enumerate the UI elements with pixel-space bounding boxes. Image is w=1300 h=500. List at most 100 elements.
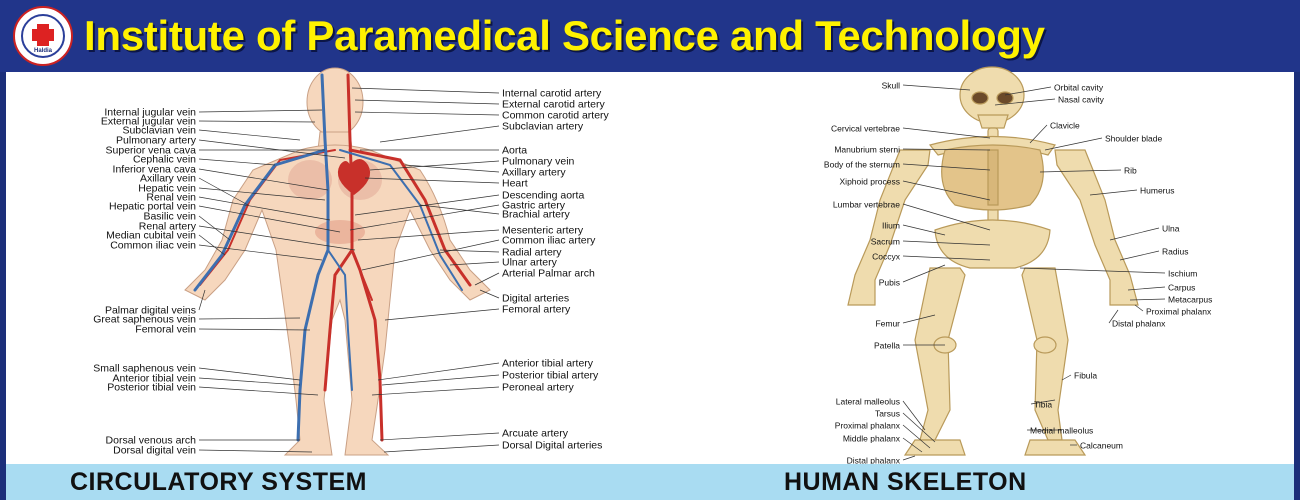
circulatory-label: Femoral vein: [135, 324, 196, 336]
skeleton-leader-line: [1134, 304, 1144, 312]
circulatory-label: Hepatic vein: [138, 183, 196, 195]
skeleton-label: Nasal cavity: [1058, 95, 1105, 105]
header-bar: [0, 0, 1300, 72]
skeleton-leader-line: [902, 240, 991, 246]
circulatory-leader-line: [198, 120, 316, 123]
skeleton-leader-line: [1004, 86, 1052, 96]
skeleton-leader-line: [902, 163, 991, 171]
skeleton-label: Shoulder blade: [1105, 134, 1162, 144]
skeleton-bones: [847, 66, 1139, 456]
footer-bar: [6, 464, 1294, 500]
skeleton-label: Proximal phalanx: [1146, 307, 1212, 317]
circulatory-label: Dorsal venous arch: [106, 435, 197, 447]
skeleton-leader-line: [902, 127, 991, 139]
logo-ring: [21, 14, 65, 58]
skeleton-leader-line: [1044, 137, 1103, 151]
skeleton-label: Skull: [882, 81, 901, 91]
circulatory-label: Dorsal digital vein: [113, 445, 196, 457]
circulatory-label: Posterior tibial vein: [107, 382, 196, 394]
skeleton-label: Tibia: [1034, 400, 1052, 410]
skeleton-leader-line: [902, 264, 946, 283]
circulatory-label: Axillary vein: [140, 173, 196, 185]
skeleton-label: Metacarpus: [1168, 295, 1212, 305]
circulatory-label: Anterior tibial artery: [502, 358, 594, 370]
skeleton-label: Radius: [1162, 247, 1188, 257]
circulatory-leader-line: [198, 215, 231, 241]
skeleton-leader-line: [902, 400, 926, 431]
circulatory-label: Superior vena cava: [106, 145, 197, 157]
skeleton-heading: HUMAN SKELETON: [784, 468, 1027, 496]
circulatory-leader-line: [198, 168, 329, 191]
circulatory-leader-line: [198, 139, 346, 159]
circulatory-leader-line: [198, 386, 319, 396]
skeleton-label: Humerus: [1140, 186, 1174, 196]
circulatory-label: Common carotid artery: [502, 110, 610, 122]
circulatory-leader-line: [354, 111, 500, 116]
skeleton-leader-line: [902, 148, 991, 151]
circulatory-heading: CIRCULATORY SYSTEM: [70, 468, 367, 496]
circulatory-leader-line: [198, 177, 249, 206]
skeleton-label: Body of the sternum: [824, 160, 900, 170]
circulatory-label: Gastric artery: [502, 200, 566, 212]
circulatory-leader-line: [474, 272, 500, 286]
circulatory-leader-line: [198, 234, 226, 256]
circulatory-label: Renal artery: [139, 221, 197, 233]
circulatory-leader-line: [357, 229, 500, 241]
circulatory-label: Common iliac artery: [502, 235, 596, 247]
circulatory-label: Pulmonary vein: [502, 156, 575, 168]
skeleton-label: Medial malleolus: [1030, 426, 1093, 436]
skeleton-leader-line: [902, 84, 971, 91]
circulatory-label: Femoral artery: [502, 304, 571, 316]
circulatory-label: Aorta: [502, 145, 527, 157]
circulatory-leader-line: [198, 109, 323, 113]
circulatory-label: Subclavian artery: [502, 121, 584, 133]
circulatory-leader-line: [198, 449, 313, 453]
skeleton-label: Ischium: [1168, 269, 1197, 279]
circulatory-leader-line: [198, 367, 301, 381]
skeleton-leader-line: [902, 437, 923, 453]
skeleton-leader-line: [1089, 189, 1138, 196]
skeleton-label: Xiphoid process: [840, 177, 900, 187]
skeleton-label: Lateral malleolus: [836, 397, 900, 407]
circulatory-label: Median cubital vein: [106, 230, 196, 242]
skeleton-leader-line: [1039, 169, 1122, 173]
skeleton-label: Clavicle: [1050, 121, 1080, 131]
skeleton-label: Distal phalanx: [847, 456, 901, 466]
logo-cross-icon: [37, 24, 49, 46]
circulatory-label: Brachial artery: [502, 209, 570, 221]
skeleton-label: Femur: [875, 319, 900, 329]
skeleton-label: Coccyx: [872, 252, 901, 262]
circulatory-label: Anterior tibial vein: [113, 373, 197, 385]
circulatory-leader-line: [198, 328, 311, 331]
skeleton-left-leaders: [902, 84, 991, 461]
circulatory-leader-line: [351, 87, 500, 94]
skeleton-label: Orbital cavity: [1054, 83, 1104, 93]
circulatory-leader-line: [198, 289, 206, 311]
logo-text: Haldia: [33, 48, 52, 54]
circulatory-leader-line: [361, 239, 500, 271]
circulatory-leader-line: [198, 317, 301, 320]
circulatory-left-leaders: [198, 109, 356, 453]
circulatory-leader-line: [419, 204, 500, 215]
circulatory-label: Posterior tibial artery: [502, 370, 599, 382]
skeleton-label: Tarsus: [875, 409, 900, 419]
circulatory-leader-line: [364, 177, 500, 184]
skeleton-label: Pubis: [879, 278, 900, 288]
circulatory-leader-line: [404, 164, 500, 173]
skeleton-label: Fibula: [1074, 371, 1097, 381]
circulatory-label: Great saphenous vein: [93, 314, 196, 326]
circulatory-label: External jugular vein: [101, 116, 196, 128]
circulatory-label: Palmar digital veins: [105, 305, 196, 317]
circulatory-leader-line: [354, 99, 500, 105]
circulatory-label: Heart: [502, 178, 528, 190]
circulatory-label: Internal carotid artery: [502, 88, 602, 100]
circulatory-leader-line: [479, 289, 500, 299]
circulatory-right-leaders: [349, 87, 500, 453]
circulatory-leader-line: [198, 244, 323, 261]
skeleton-leader-line: [1019, 267, 1166, 274]
circulatory-leader-line: [379, 125, 500, 143]
skeleton-label: Calcaneum: [1080, 441, 1123, 451]
skeleton-leader-line: [1109, 227, 1160, 241]
